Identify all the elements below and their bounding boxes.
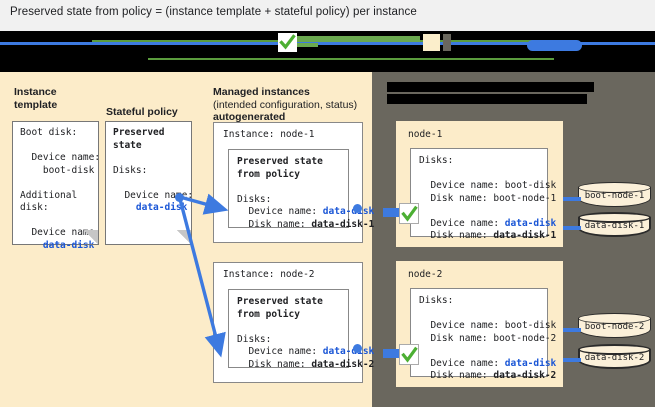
disks-label: Disks:	[237, 193, 272, 205]
heading-instance-template-line1: Instance	[14, 86, 57, 98]
disks-label: Disks:	[237, 333, 272, 345]
page-fold-corner	[84, 230, 99, 245]
legend-green-rule-bottom	[148, 58, 554, 60]
disk-cylinder-data-disk-2: data-disk-2	[578, 344, 653, 372]
cylinder-top	[578, 212, 651, 223]
heading-managed-instances-line1: Managed instances	[213, 86, 310, 98]
managed-instance-card-node-1: Instance: node-1 Preserved state from po…	[213, 122, 374, 243]
connector-dot-instance-node-1	[353, 204, 362, 213]
boot-device-label: Device name:	[419, 320, 505, 331]
cylinder-top	[578, 182, 651, 193]
cylinder-label: data-disk-2	[584, 353, 645, 363]
check-icon-node-2	[399, 344, 419, 365]
preserved-state-box-node-1: Preserved state from policy Disks: Devic…	[228, 149, 374, 230]
connector-dot-instance-node-2	[353, 344, 362, 353]
preserved-state-line2: from policy	[237, 308, 300, 320]
managed-instance-title-node-2: Instance: node-2	[223, 269, 315, 280]
preserved-state-text-node-1: Preserved state from policy Disks: Devic…	[237, 156, 374, 231]
instance-template-document: Boot disk: Device name: boot-disk Additi…	[12, 121, 100, 251]
connector-boot-node-1	[563, 197, 581, 201]
preserved-state-line1: Preserved state	[237, 296, 323, 307]
heading-instance-template: Instance template	[14, 86, 57, 111]
legend-green-bar-small	[294, 43, 318, 47]
disk-name-value: data-disk-2	[311, 358, 375, 370]
connector-instance-to-node-2	[383, 349, 408, 358]
boot-disk-label: Disk name:	[419, 192, 494, 204]
legend-blue-pill-small	[541, 45, 571, 50]
boot-disk-value: boot-node-2	[493, 332, 557, 344]
data-disk-value: data-disk-2	[493, 370, 557, 381]
disks-label: Disks:	[419, 295, 454, 306]
disks-label: Disks:	[419, 155, 454, 166]
connector-instance-to-node-1	[383, 208, 408, 217]
boot-device-value: boot-disk	[504, 180, 557, 191]
check-icon	[278, 33, 297, 52]
legend-cream-swatch	[423, 34, 440, 51]
cylinder-top	[578, 344, 651, 355]
data-disk-value: data-disk-1	[493, 230, 557, 241]
boot-device-label: Device name:	[419, 180, 505, 191]
page-fold-corner	[177, 230, 192, 245]
data-device-label: Device name:	[419, 357, 505, 369]
connector-data-disk-1	[563, 226, 581, 230]
heading-managed-instances-line2: (intended configuration, status)	[213, 98, 358, 111]
heading-managed-instances: Managed instances (intended configuratio…	[213, 86, 357, 124]
heading-stateful-policy: Stateful policy	[106, 106, 178, 119]
node-name-node-1: node-1	[408, 129, 443, 140]
node-disks-box-node-2: Disks: Device name: boot-disk Disk name:…	[410, 288, 556, 381]
connector-boot-node-2	[563, 328, 581, 332]
cylinder-label: data-disk-1	[584, 221, 645, 231]
legend-green-bar	[292, 36, 420, 42]
disk-cylinder-boot-node-1: boot-node-1	[578, 182, 653, 210]
disk-name-label: Disk name:	[237, 218, 312, 230]
legend-blue-rule	[0, 42, 655, 45]
check-icon-node-1	[399, 203, 419, 224]
node-name-node-2: node-2	[408, 269, 443, 280]
disk-name-label: Disk name:	[237, 358, 312, 370]
heading-instance-template-line2: template	[14, 98, 58, 111]
data-disk-label: Disk name:	[419, 370, 494, 381]
node-disks-text-node-2: Disks: Device name: boot-disk Disk name:…	[419, 295, 556, 383]
data-device-label: Device name:	[419, 217, 505, 229]
disk-cylinder-boot-node-2: boot-node-2	[578, 313, 653, 341]
disk-cylinder-data-disk-1: data-disk-1	[578, 212, 653, 240]
connector-data-disk-2	[563, 358, 581, 362]
heading-stateful-policy-line1: Stateful policy	[106, 106, 178, 118]
managed-instance-title-node-1: Instance: node-1	[223, 129, 315, 140]
device-name-value: data-disk	[322, 206, 375, 217]
node-disks-box-node-1: Disks: Device name: boot-disk Disk name:…	[410, 148, 556, 241]
cylinder-top	[578, 313, 651, 324]
right-panel-heading-line1-redacted	[387, 82, 594, 92]
legend-grey-swatch	[443, 34, 451, 51]
stateful-policy-document: Preserved state Disks: Device name: data…	[105, 121, 193, 245]
preserved-state-text-node-2: Preserved state from policy Disks: Devic…	[237, 296, 374, 371]
boot-disk-value: boot-node-1	[493, 192, 557, 204]
boot-device-value: boot-disk	[504, 320, 557, 331]
data-device-value: data-disk	[504, 357, 557, 369]
node-disks-text-node-1: Disks: Device name: boot-disk Disk name:…	[419, 155, 556, 243]
heading-managed-instances-line3: autogenerated	[213, 111, 286, 123]
preserved-state-box-node-2: Preserved state from policy Disks: Devic…	[228, 289, 374, 370]
preserved-state-line1: Preserved state	[237, 156, 323, 167]
managed-instance-card-node-2: Instance: node-2 Preserved state from po…	[213, 262, 374, 383]
preserved-state-line2: from policy	[237, 168, 300, 180]
device-name-label: Device name:	[237, 206, 323, 217]
connector-origin-dot-stateful-policy	[175, 193, 184, 202]
disk-name-value: data-disk-1	[311, 218, 375, 230]
device-name-label: Device name:	[237, 346, 323, 357]
cylinder-label: boot-node-2	[584, 322, 645, 332]
node-card-node-2: node-2 Disks: Device name: boot-disk Dis…	[396, 261, 563, 387]
page-title: Preserved state from policy = (instance …	[10, 6, 417, 18]
boot-disk-label: Disk name:	[419, 332, 494, 344]
cylinder-label: boot-node-1	[584, 191, 645, 201]
right-panel-heading-line2-redacted	[387, 94, 587, 104]
node-card-node-1: node-1 Disks: Device name: boot-disk Dis…	[396, 121, 563, 247]
data-disk-label: Disk name:	[419, 230, 494, 241]
data-device-value: data-disk	[504, 217, 557, 229]
device-name-value: data-disk	[322, 346, 375, 357]
